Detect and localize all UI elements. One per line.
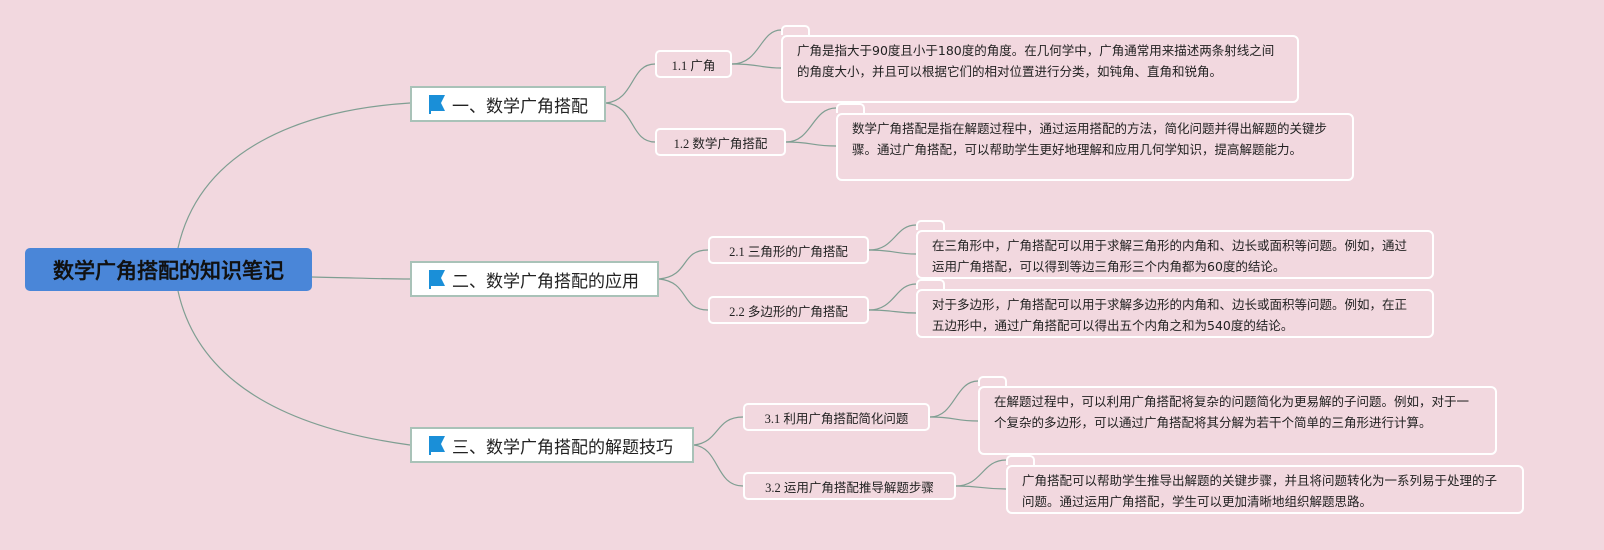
note-tab [836, 103, 865, 113]
subtopic-1-2[interactable]: 1.2 数学广角搭配 [655, 128, 786, 156]
flag-icon [429, 95, 445, 114]
subtopic-2-1[interactable]: 2.1 三角形的广角搭配 [708, 236, 869, 264]
flag-icon [429, 436, 445, 455]
note-tab [781, 25, 810, 35]
note-tab [978, 376, 1007, 386]
subtopic-1-1[interactable]: 1.1 广角 [655, 50, 732, 78]
note-text: 对于多边形，广角搭配可以用于求解多边形的内角和、边长或面积等问题。例如，在正五边… [932, 297, 1408, 333]
subtopic-3-1[interactable]: 3.1 利用广角搭配简化问题 [743, 403, 930, 431]
note-text: 广角是指大于90度且小于180度的角度。在几何学中，广角通常用来描述两条射线之间… [797, 43, 1275, 79]
subtopic-3-2[interactable]: 3.2 运用广角搭配推导解题步骤 [743, 472, 956, 500]
subtopic-label: 2.2 多边形的广角搭配 [729, 304, 848, 319]
note-1-1[interactable]: 广角是指大于90度且小于180度的角度。在几何学中，广角通常用来描述两条射线之间… [781, 35, 1299, 103]
subtopic-2-2[interactable]: 2.2 多边形的广角搭配 [708, 296, 869, 324]
branch-label: 三、数学广角搭配的解题技巧 [452, 437, 673, 458]
note-text: 在三角形中，广角搭配可以用于求解三角形的内角和、边长或面积等问题。例如，通过运用… [932, 238, 1408, 274]
note-text: 广角搭配可以帮助学生推导出解题的关键步骤，并且将问题转化为一系列易于处理的子问题… [1022, 473, 1498, 509]
note-3-2[interactable]: 广角搭配可以帮助学生推导出解题的关键步骤，并且将问题转化为一系列易于处理的子问题… [1006, 465, 1524, 514]
note-text: 在解题过程中，可以利用广角搭配将复杂的问题简化为更易解的子问题。例如，对于一个复… [994, 394, 1470, 430]
branch-3[interactable]: 三、数学广角搭配的解题技巧 [410, 427, 694, 463]
subtopic-label: 3.1 利用广角搭配简化问题 [764, 411, 909, 426]
branch-label: 一、数学广角搭配 [452, 96, 588, 117]
branch-label: 二、数学广角搭配的应用 [452, 271, 639, 292]
note-tab [916, 279, 945, 289]
note-2-1[interactable]: 在三角形中，广角搭配可以用于求解三角形的内角和、边长或面积等问题。例如，通过运用… [916, 230, 1434, 279]
flag-icon [429, 270, 445, 289]
root-title: 数学广角搭配的知识笔记 [53, 258, 284, 283]
root-topic[interactable]: 数学广角搭配的知识笔记 [25, 248, 312, 291]
branch-1[interactable]: 一、数学广角搭配 [410, 86, 606, 122]
subtopic-label: 1.1 广角 [671, 58, 716, 73]
note-2-2[interactable]: 对于多边形，广角搭配可以用于求解多边形的内角和、边长或面积等问题。例如，在正五边… [916, 289, 1434, 338]
subtopic-label: 3.2 运用广角搭配推导解题步骤 [765, 480, 934, 495]
branch-2[interactable]: 二、数学广角搭配的应用 [410, 261, 659, 297]
subtopic-label: 1.2 数学广角搭配 [673, 136, 768, 151]
note-text: 数学广角搭配是指在解题过程中，通过运用搭配的方法，简化问题并得出解题的关键步骤。… [852, 121, 1328, 157]
note-3-1[interactable]: 在解题过程中，可以利用广角搭配将复杂的问题简化为更易解的子问题。例如，对于一个复… [978, 386, 1497, 455]
note-tab [1006, 455, 1035, 465]
note-tab [916, 220, 945, 230]
subtopic-label: 2.1 三角形的广角搭配 [729, 244, 848, 259]
note-1-2[interactable]: 数学广角搭配是指在解题过程中，通过运用搭配的方法，简化问题并得出解题的关键步骤。… [836, 113, 1354, 181]
